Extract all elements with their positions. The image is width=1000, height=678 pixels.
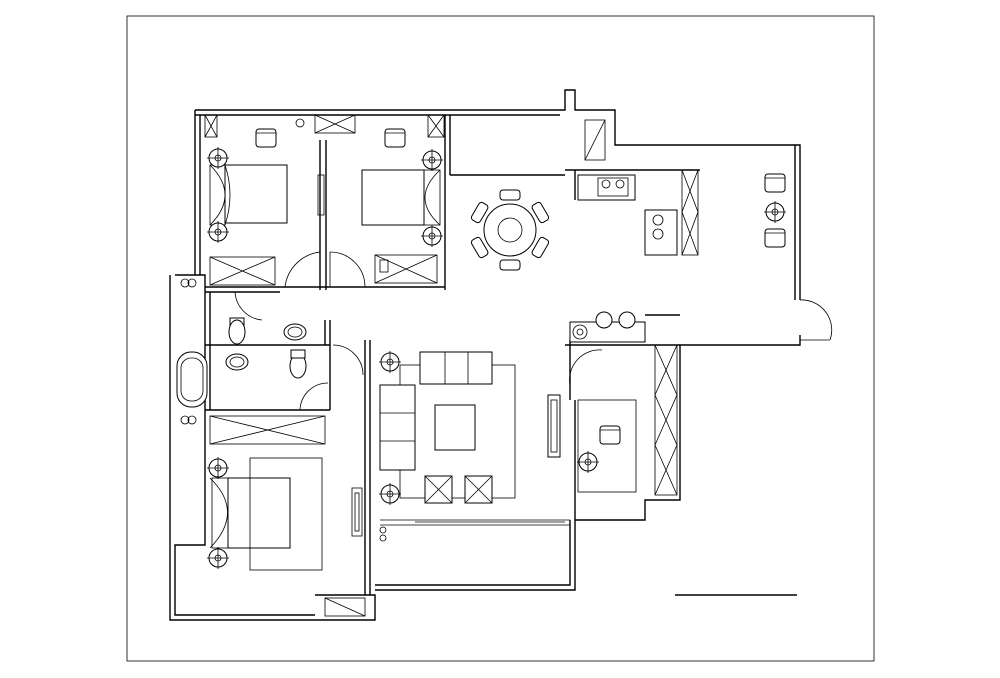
side-table-icon (763, 200, 787, 224)
window-bottom (324, 597, 366, 617)
lamp-icon (420, 148, 444, 172)
floor-lamp-icon (576, 450, 600, 474)
window-bedroom-1b (314, 114, 356, 134)
living-room (378, 350, 637, 523)
bathtub (176, 351, 208, 408)
chair-icon (470, 201, 489, 224)
wardrobe-bedroom-1 (209, 256, 276, 286)
wardrobes (209, 169, 699, 496)
tv-unit (547, 394, 561, 458)
window-stair (584, 119, 606, 161)
kitchen (569, 174, 678, 343)
lamp-icon (206, 456, 230, 480)
sink-icon (225, 353, 249, 371)
lamp-icon (206, 546, 230, 570)
master-bedroom (206, 456, 387, 571)
bed (227, 477, 291, 549)
lamp-icon (420, 224, 444, 248)
floor-lamp-icon (378, 350, 402, 374)
bedroom-2 (317, 128, 444, 273)
chair-icon (764, 228, 786, 248)
chair-icon (470, 236, 489, 259)
window-bedroom-1 (204, 114, 218, 138)
armchair-icon (599, 425, 621, 445)
bathroom (176, 278, 307, 425)
window-bedroom-2 (427, 114, 445, 138)
dining-table (483, 203, 537, 257)
sink-icon (283, 323, 307, 341)
bar-stool-icon (618, 311, 636, 329)
chair-icon (531, 201, 550, 224)
doors (234, 251, 833, 411)
wardrobe-kitchen-tall (654, 344, 678, 496)
wardrobe-kitchen-side (681, 169, 699, 256)
bar-stool-icon (595, 311, 613, 329)
wardrobe-master (209, 415, 326, 445)
armchair-icon (255, 128, 277, 148)
bed (361, 169, 425, 226)
chair-icon (531, 236, 550, 259)
bedroom-1 (206, 118, 305, 244)
side-sofa (379, 384, 416, 471)
chair-icon (764, 173, 786, 193)
sofa (419, 351, 493, 385)
windows (204, 114, 606, 617)
drawing-frame (126, 15, 875, 662)
bed (224, 164, 288, 224)
chair-icon (499, 189, 521, 201)
toilet-icon (228, 319, 246, 345)
armchair-icon (384, 128, 406, 148)
chair-icon (499, 259, 521, 271)
exterior-walls (169, 89, 801, 621)
balcony (763, 173, 787, 248)
floor-lamp-icon (378, 482, 402, 506)
dining-set (470, 189, 550, 271)
wardrobe-bedroom-2 (374, 254, 438, 284)
counter (644, 209, 678, 256)
coffee-table (434, 404, 476, 451)
interior-walls (205, 115, 700, 595)
